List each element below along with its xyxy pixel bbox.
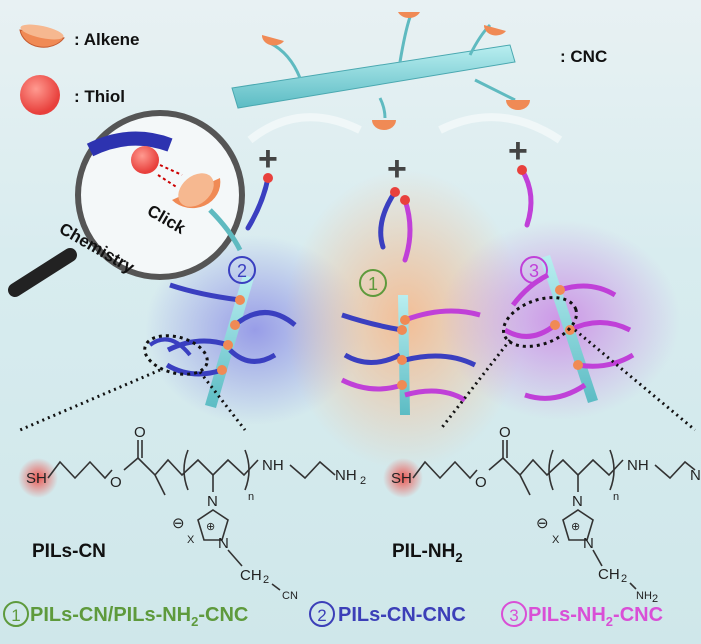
svg-text:O: O <box>499 424 511 441</box>
svg-text:N: N <box>207 493 218 510</box>
svg-text:O: O <box>110 474 122 491</box>
alkene-label: : Alkene <box>74 30 140 49</box>
svg-text:NH: NH <box>636 590 652 602</box>
cnc-label: : CNC <box>560 47 607 66</box>
plus-sign: + <box>508 132 528 170</box>
svg-text:PILs-NH2-CNC: PILs-NH2-CNC <box>528 604 663 629</box>
circled-number-3: 3 <box>520 256 548 284</box>
svg-text:PILs-CN-CNC: PILs-CN-CNC <box>338 604 466 626</box>
svg-text:⊕: ⊕ <box>206 521 215 533</box>
cnc-rod-2 <box>143 275 297 408</box>
glow-pink <box>440 220 680 420</box>
cnc-rod-3 <box>502 255 635 403</box>
svg-text:3: 3 <box>509 606 518 625</box>
svg-text:NH: NH <box>262 457 284 474</box>
svg-text:2: 2 <box>360 475 366 487</box>
svg-text:1: 1 <box>368 274 378 294</box>
svg-text:n: n <box>248 491 254 503</box>
bottom-legend-3: 3 PILs-NH2-CNC <box>501 601 663 629</box>
alkene-legend-icon <box>19 24 65 48</box>
svg-text:X: X <box>552 534 560 546</box>
svg-text:N: N <box>583 535 594 552</box>
svg-text:N: N <box>218 535 229 552</box>
svg-text:⊕: ⊕ <box>571 521 580 533</box>
svg-text:2: 2 <box>621 573 627 585</box>
cnc-rod-top <box>231 12 530 130</box>
svg-text:SH: SH <box>391 470 412 487</box>
svg-text:NH: NH <box>627 457 649 474</box>
svg-text:n: n <box>613 491 619 503</box>
svg-text:⊖: ⊖ <box>536 515 549 532</box>
cnc-rod-1 <box>340 295 481 415</box>
bottom-legend-2: 2 PILs-CN-CNC <box>309 601 466 627</box>
svg-text:NH: NH <box>335 467 357 484</box>
svg-text:SH: SH <box>26 470 47 487</box>
svg-text:O: O <box>134 424 146 441</box>
circled-number-1: 1 <box>359 269 387 297</box>
svg-text:3: 3 <box>529 261 539 281</box>
svg-text:2: 2 <box>237 261 247 281</box>
svg-text:N: N <box>690 467 701 484</box>
svg-text:O: O <box>475 474 487 491</box>
svg-text:1: 1 <box>11 606 20 625</box>
bottom-legend-1: 1 PILs-CN/PILs-NH2-CNC <box>3 601 248 629</box>
thiol-label: : Thiol <box>74 87 125 106</box>
svg-text:N: N <box>572 493 583 510</box>
svg-text:CN: CN <box>282 590 298 602</box>
svg-text:CH: CH <box>240 567 262 584</box>
svg-text:⊖: ⊖ <box>172 515 185 532</box>
svg-text:2: 2 <box>652 593 658 605</box>
magnifier-icon <box>8 110 245 297</box>
svg-text:X: X <box>187 534 195 546</box>
pil-nh2-title: PIL-NH2 <box>392 541 463 565</box>
svg-text:CH: CH <box>598 566 620 583</box>
svg-text:PILs-CN/PILs-NH2-CNC: PILs-CN/PILs-NH2-CNC <box>30 604 248 629</box>
svg-text:2: 2 <box>317 606 326 625</box>
pils-cn-title: PILs-CN <box>32 541 106 562</box>
circled-number-2: 2 <box>228 256 256 284</box>
plus-sign: + <box>387 150 407 188</box>
svg-text:2: 2 <box>263 574 269 586</box>
plus-sign: + <box>258 140 278 178</box>
thiol-legend-icon <box>20 75 60 115</box>
